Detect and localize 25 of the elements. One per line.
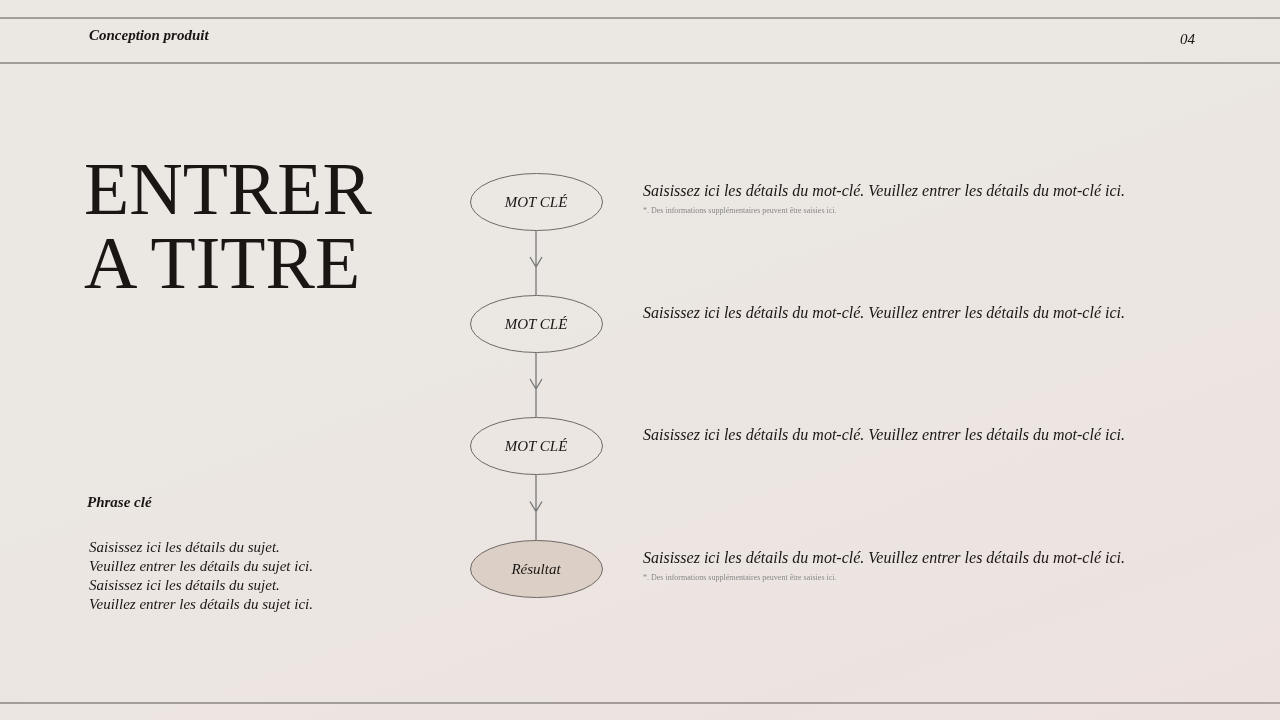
page-number: 04 (1180, 31, 1195, 48)
arrow (529, 230, 543, 296)
ellipse-node (469, 295, 603, 353)
arrow (529, 474, 543, 541)
node-label: MOT CLÉ (504, 193, 568, 211)
footnote-text: *. Des informations supplémentaires peuvent être saisies ici. (643, 573, 837, 582)
node-label: MOT CLÉ (504, 315, 568, 333)
ellipse-node (469, 540, 603, 598)
body-text: Saisissez ici les détails du sujet. (89, 539, 280, 556)
description-text: Saisissez ici les détails du mot-clé. Veuillez entrer les détails du mot-clé ici. (643, 548, 1126, 567)
description-text: Saisissez ici les détails du mot-clé. Veuillez entrer les détails du mot-clé ici. (643, 181, 1126, 200)
subheading: Phrase clé (87, 494, 152, 511)
ellipse-node (469, 417, 603, 475)
ellipse-node (469, 173, 603, 231)
title: ENTRER A TITRE (84, 152, 373, 300)
node-label: Résultat (511, 560, 561, 578)
body-text: Saisissez ici les détails du sujet. (89, 577, 280, 594)
header-text: Conception produit (89, 27, 209, 44)
description-text: Saisissez ici les détails du mot-clé. Veuillez entrer les détails du mot-clé ici. (643, 425, 1126, 444)
body-text: Veuillez entrer les détails du sujet ici. (89, 596, 313, 613)
footnote-text: *. Des informations supplémentaires peuvent être saisies ici. (643, 206, 837, 215)
description-text: Saisissez ici les détails du mot-clé. Veuillez entrer les détails du mot-clé ici. (643, 303, 1126, 322)
node-label: MOT CLÉ (504, 437, 568, 455)
arrow (529, 352, 543, 418)
body-text: Veuillez entrer les détails du sujet ici. (89, 558, 313, 575)
